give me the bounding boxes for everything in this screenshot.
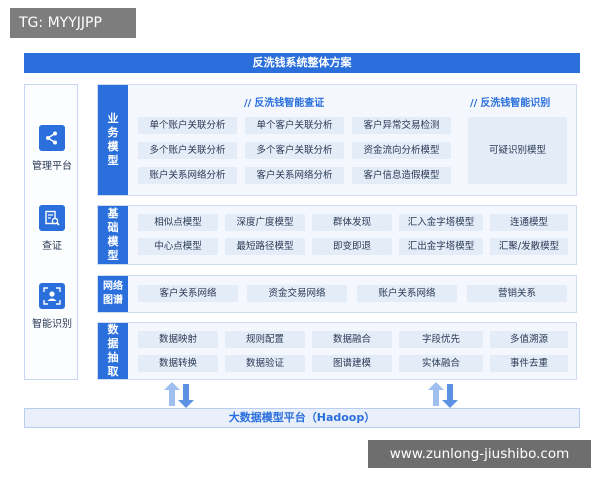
left-label-recognition: 智能识别 bbox=[32, 319, 72, 330]
cell-base: 连通模型 bbox=[490, 214, 568, 231]
cell-business: 资金流向分析模型 bbox=[352, 142, 451, 159]
section-title-verification: //反洗钱智能查证 bbox=[244, 98, 325, 109]
cell-extract: 字段优先 bbox=[399, 331, 483, 348]
cell-business: 账户关系网络分析 bbox=[138, 167, 237, 184]
left-label-management: 管理平台 bbox=[32, 161, 72, 172]
left-label-verification: 查证 bbox=[42, 241, 62, 252]
cell-extract: 事件去重 bbox=[490, 355, 568, 372]
watermark-tag: TG: MYYJJPP bbox=[10, 8, 136, 38]
cell-base: 即变即退 bbox=[312, 238, 392, 255]
left-panel: 管理平台 查证 智能识别 bbox=[24, 84, 78, 380]
left-item-recognition: 智能识别 bbox=[25, 283, 79, 330]
diagram-title: 反洗钱系统整体方案 bbox=[24, 53, 580, 73]
cell-business: 客户异常交易检测 bbox=[352, 117, 451, 134]
cell-business: 多个账户关联分析 bbox=[138, 142, 237, 159]
cell-base: 最短路径模型 bbox=[225, 238, 305, 255]
cell-extract: 实体融合 bbox=[399, 355, 483, 372]
cell-extract: 图谱建模 bbox=[312, 355, 392, 372]
cell-base: 汇聚/发散模型 bbox=[490, 238, 568, 255]
cell-business: 单个客户关联分析 bbox=[245, 117, 344, 134]
layer-label-graph: 网络图谱 bbox=[98, 276, 128, 312]
cell-extract: 数据融合 bbox=[312, 331, 392, 348]
section-title-recognition: //反洗钱智能识别 bbox=[470, 98, 551, 109]
share-icon bbox=[39, 125, 65, 151]
cell-extract: 规则配置 bbox=[225, 331, 305, 348]
layer-label-extract: 数据抽取 bbox=[98, 323, 128, 379]
cell-business: 多个客户关联分析 bbox=[245, 142, 344, 159]
cell-extract: 数据映射 bbox=[138, 331, 218, 348]
bidirectional-arrow-icon bbox=[427, 382, 459, 408]
cell-base: 汇出金字塔模型 bbox=[399, 238, 483, 255]
cell-extract: 多值溯源 bbox=[490, 331, 568, 348]
layer-label-base: 基础模型 bbox=[98, 206, 128, 264]
cell-base: 汇入金字塔模型 bbox=[399, 214, 483, 231]
cell-business: 单个账户关联分析 bbox=[138, 117, 237, 134]
cell-base: 相似点模型 bbox=[138, 214, 218, 231]
cell-base: 中心点模型 bbox=[138, 238, 218, 255]
cell-suspicious-model: 可疑识别模型 bbox=[468, 117, 567, 184]
document-search-icon bbox=[39, 205, 65, 231]
cell-extract: 数据转换 bbox=[138, 355, 218, 372]
cell-graph: 客户关系网络 bbox=[138, 285, 238, 302]
cell-base: 深度广度模型 bbox=[225, 214, 305, 231]
cell-extract: 数据验证 bbox=[225, 355, 305, 372]
cell-graph: 资金交易网络 bbox=[247, 285, 347, 302]
cell-business: 客户关系网络分析 bbox=[245, 167, 344, 184]
face-scan-icon bbox=[39, 283, 65, 309]
left-item-management: 管理平台 bbox=[25, 125, 79, 172]
platform-bar: 大数据模型平台（Hadoop） bbox=[24, 408, 580, 428]
watermark-url: www.zunlong-jiushibo.com bbox=[368, 440, 591, 468]
cell-base: 群体发现 bbox=[312, 214, 392, 231]
cell-business: 客户信息造假模型 bbox=[352, 167, 451, 184]
layer-label-business: 业务模型 bbox=[98, 85, 128, 195]
bidirectional-arrow-icon bbox=[163, 382, 195, 408]
cell-graph: 账户关系网络 bbox=[357, 285, 457, 302]
left-item-verification: 查证 bbox=[25, 205, 79, 252]
cell-graph: 营销关系 bbox=[467, 285, 567, 302]
